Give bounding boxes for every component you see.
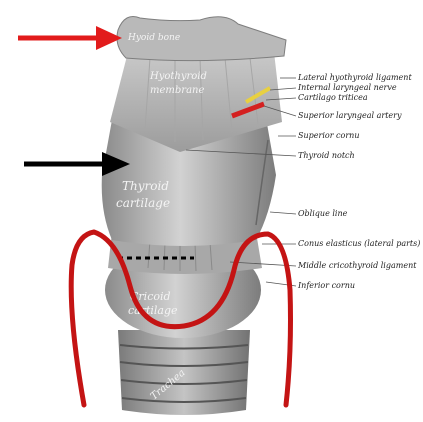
label-cartilago-triticea: Cartilago triticea (298, 93, 368, 102)
label-hyoid-bone: Hyoid bone (127, 33, 180, 43)
label-conus-elasticus: Conus elasticus (lateral parts) (298, 239, 420, 248)
label-thyroid-notch: Thyroid notch (298, 151, 355, 160)
red-arrow (18, 26, 122, 50)
label-hyothyroid-2: membrane (150, 85, 204, 96)
label-oblique-line: Oblique line (298, 209, 348, 218)
label-hyothyroid-1: Hyothyroid (149, 71, 207, 82)
label-lateral-hyothyroid-ligament: Lateral hyothyroid ligament (297, 73, 412, 82)
label-thyroid-2: cartilage (116, 196, 170, 210)
label-inferior-cornu: Inferior cornu (297, 281, 355, 290)
label-superior-cornu: Superior cornu (298, 131, 359, 140)
label-superior-laryngeal-artery: Superior laryngeal artery (298, 111, 402, 120)
label-middle-cricothyroid-ligament: Middle cricothyroid ligament (297, 261, 417, 270)
label-thyroid-1: Thyroid (122, 179, 169, 193)
side-labels: Lateral hyothyroid ligament Internal lar… (297, 73, 420, 290)
label-internal-laryngeal-nerve: Internal laryngeal nerve (297, 83, 397, 92)
